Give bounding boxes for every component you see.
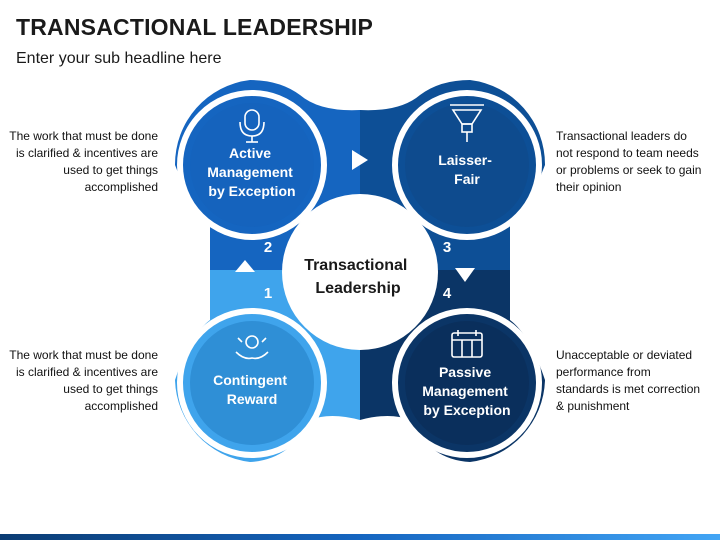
bottom-accent-bar — [0, 534, 720, 540]
arrow-notch-top — [352, 150, 368, 170]
label-laisser-faire-line1: Laisser- — [438, 152, 492, 168]
reward-hand-icon — [235, 335, 269, 360]
center-circle — [282, 194, 438, 350]
label-active-management-line3: by Exception — [208, 183, 295, 199]
number-3: 3 — [443, 239, 451, 256]
center-label-line1: Transactional — [304, 257, 407, 274]
label-active-management-line2: Management — [207, 164, 293, 180]
number-2: 2 — [264, 239, 272, 256]
inner-contingent-reward — [190, 321, 314, 445]
description-passive-management: Unacceptable or deviated performance fro… — [556, 348, 701, 413]
description-active-management: The work that must be done is clarified … — [9, 129, 158, 194]
svg-text:Laisser- Fair: Laisser- Fair — [438, 152, 496, 187]
description-contingent-reward: The work that must be done is clarified … — [9, 348, 158, 413]
label-passive-management-line2: Management — [422, 383, 508, 399]
label-contingent-reward-line1: Contingent — [213, 372, 287, 388]
microphone-icon — [239, 109, 265, 143]
svg-text:Active Management by E: Active Management by Exception — [207, 145, 296, 199]
page-title: TRANSACTIONAL LEADERSHIP — [16, 14, 374, 40]
svg-text:Passive Management by: Passive Management by Exception — [422, 364, 511, 418]
calendar-money-icon — [451, 330, 483, 358]
page-subtitle: Enter your sub headline here — [16, 50, 222, 67]
center-label-line2: Leadership — [315, 280, 401, 297]
label-passive-management-line3: by Exception — [423, 402, 510, 418]
funnel-icon — [450, 104, 484, 142]
svg-text:Contingent Reward: Contingent Reward — [213, 372, 291, 407]
label-contingent-reward-line2: Reward — [227, 391, 278, 407]
inner-active-management — [190, 103, 314, 227]
inner-laisser-faire — [405, 103, 529, 227]
label-passive-management-line1: Passive — [439, 364, 491, 380]
inner-passive-management — [405, 321, 529, 445]
arrow-notch-right — [455, 268, 475, 282]
arrow-notch-left — [235, 260, 255, 272]
label-active-management-line1: Active — [229, 145, 271, 161]
svg-text:Transactional Leadership: Transactional Leadership — [304, 257, 412, 297]
number-4: 4 — [443, 285, 452, 302]
label-laisser-faire-line2: Fair — [454, 171, 480, 187]
description-laisser-faire: Transactional leaders do not respond to … — [556, 129, 702, 194]
number-1: 1 — [264, 285, 272, 302]
